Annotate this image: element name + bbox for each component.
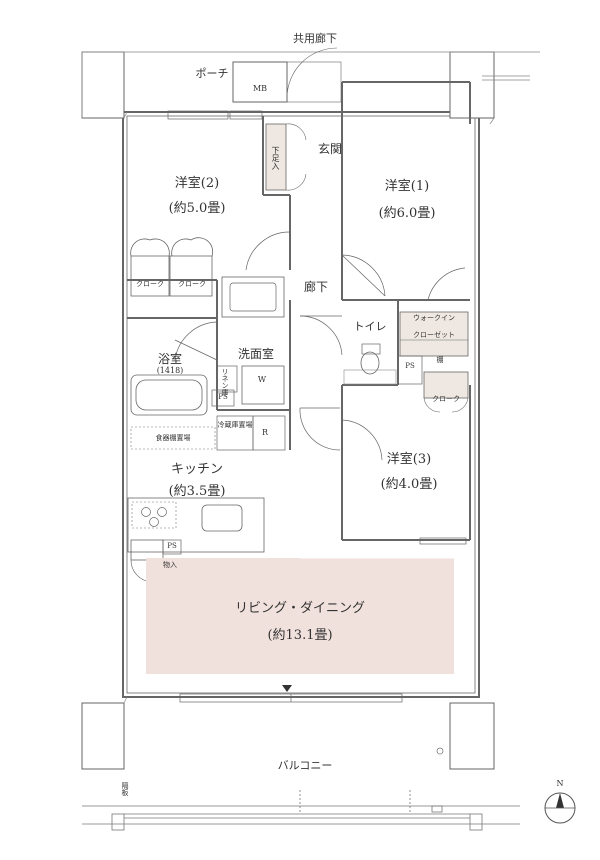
mb-label: MB [252,84,268,93]
wic-label-1: ウォークイン [413,314,455,322]
sink [201,504,243,532]
balcony-label: バルコニー [277,759,333,772]
washer-label: W [257,375,267,384]
north-arrow-icon [544,792,576,824]
closet-room3 [423,371,469,399]
closet-label-c: クローク [432,395,460,403]
kitchen-name: キッチン [170,462,223,477]
linen-label: リネン庫 [221,368,229,396]
hallway-label: 廊下 [303,280,328,294]
room3-size: (約4.0畳) [380,477,438,492]
toilet-label: トイレ [353,320,387,333]
storage [130,539,164,561]
washroom-label: 洗面室 [237,347,274,361]
shoe-box-label: 下足入 [271,146,280,170]
column-bottom-left [81,702,125,770]
closet-room2-a [130,255,170,297]
room2-size: (約5.0畳) [168,201,226,216]
closet-label-b: クローク [178,280,206,288]
closet-label-a: クローク [136,280,164,288]
living-dining-name: リビング・ダイニング [234,601,365,616]
walk-in-closet [399,311,469,357]
dish-storage-label: 食器棚置場 [155,434,191,442]
entrance-label: 玄関 [317,142,342,156]
ps-label-toilet: PS [405,362,415,370]
living-dining-area [146,558,454,674]
porch-label: ポーチ [195,67,229,80]
entry-arrow-icon [282,685,292,692]
room2-name: 洋室(2) [174,176,220,191]
room1-name: 洋室(1) [384,179,430,194]
toilet-icon [360,351,380,375]
washer-space [241,365,285,405]
column-top-right [449,51,495,119]
kitchen-size: (約3.5畳) [168,484,226,499]
partition-label: 隔板 [121,782,129,796]
fridge-label: R [261,428,269,437]
corridor-label: 共用廊下 [293,32,337,45]
kitchen-counter [127,497,265,553]
north-label: N [556,779,564,788]
shoe-box [265,123,287,191]
room1-size: (約6.0畳) [378,206,436,221]
column-top-left [81,51,125,119]
ps-label-kitchen: PS [167,542,177,550]
wash-basin [221,276,285,318]
fridge-space [252,415,286,451]
room3-name: 洋室(3) [386,452,432,467]
bathroom-name: 浴室 [157,352,182,366]
closet-room2-b [169,255,213,297]
wic-label-2: クローゼット [413,331,455,339]
fridge-space-label: 冷蔵庫置場 [217,421,253,429]
storage-label: 物入 [163,561,177,569]
outer-wall [122,111,480,698]
column-bottom-right [449,702,495,770]
bathroom-size: (1418) [156,366,184,375]
ps-label-bath: PS [218,393,228,401]
shelf-label: 棚 [436,356,444,364]
living-dining-size: (約13.1畳) [267,628,333,643]
bathtub-icon [135,379,203,411]
